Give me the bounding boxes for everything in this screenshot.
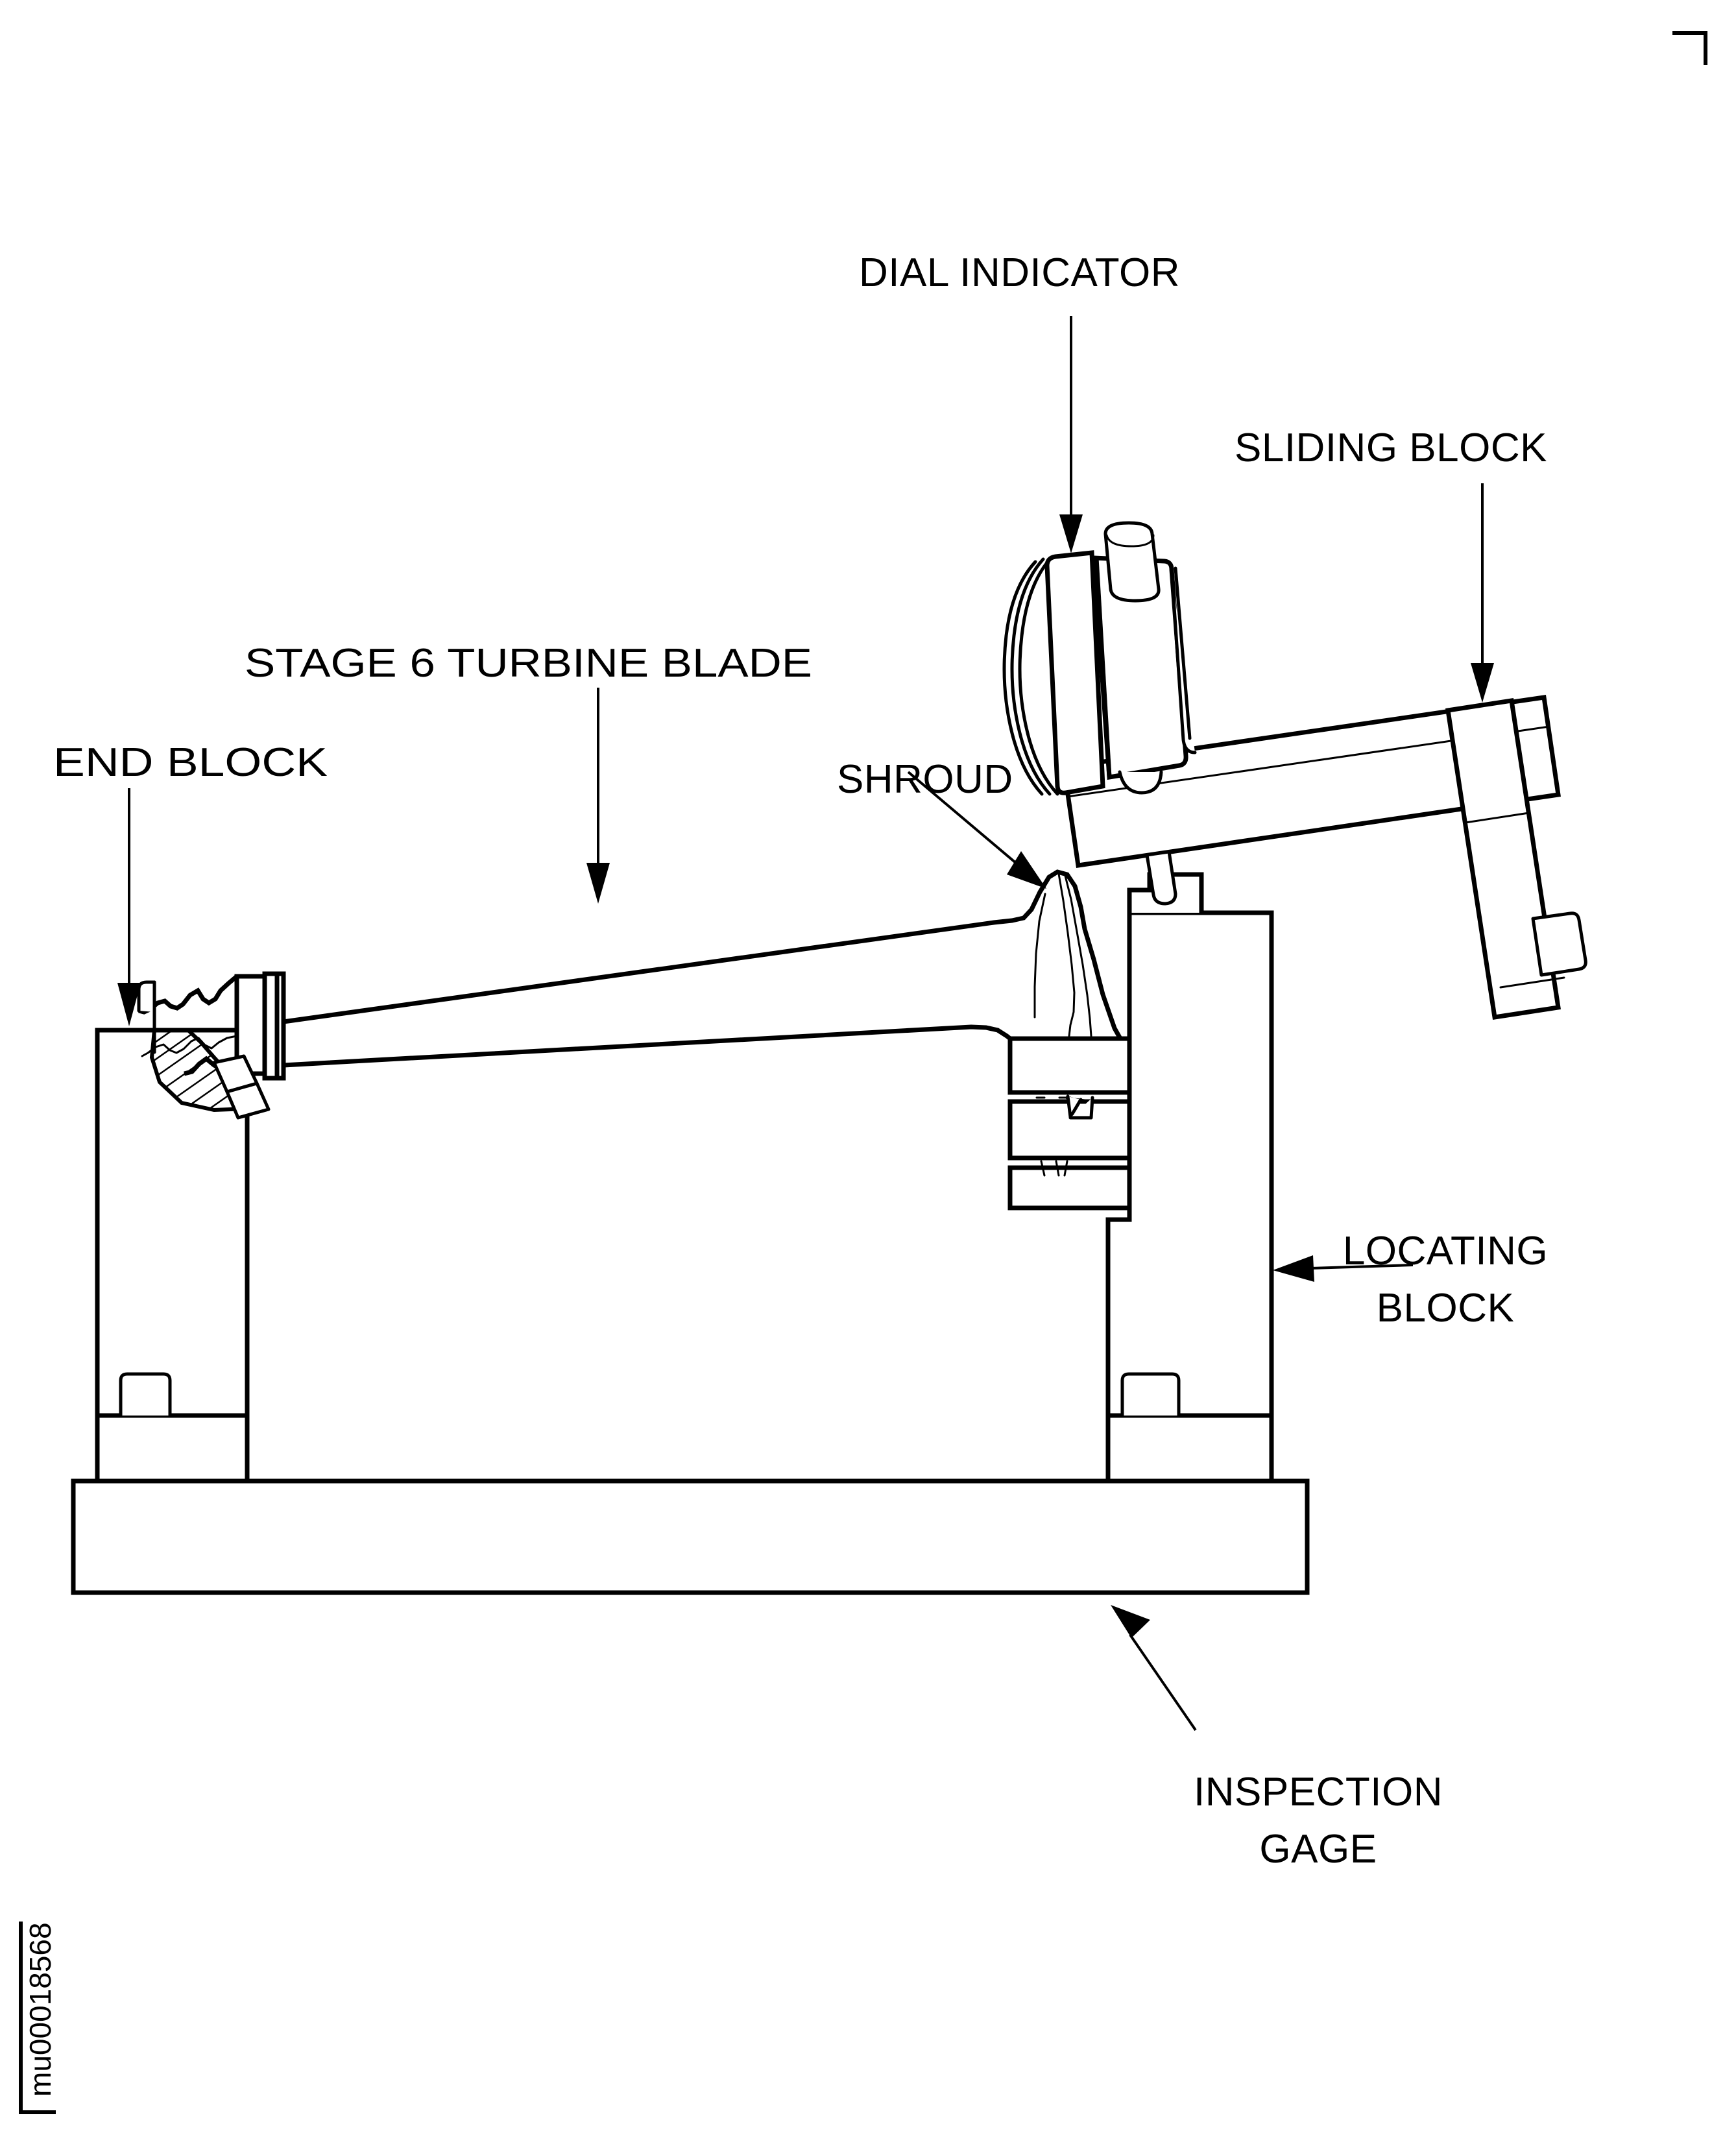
label-dial-indicator: DIAL INDICATOR (859, 250, 1180, 295)
label-locating-block-line1: LOCATING (1343, 1229, 1548, 1273)
label-stage-6-turbine-blade: STAGE 6 TURBINE BLADE (245, 641, 812, 686)
drawing-code-block: mu00018568 (19, 1922, 57, 2114)
label-locating-block-line2: BLOCK (1377, 1286, 1515, 1331)
shim-plate-stack (1007, 1036, 1132, 1211)
shroud-part (1011, 910, 1033, 922)
callout-dial-indicator (1059, 316, 1083, 553)
corner-registration-mark (1672, 31, 1707, 65)
callout-sliding-block (1471, 483, 1494, 703)
stage-6-turbine-blade-part (137, 869, 1124, 1120)
callout-shroud (907, 771, 1046, 889)
label-end-block: END BLOCK (53, 740, 328, 785)
callout-end-block (117, 788, 141, 1026)
label-shroud: SHROUD (837, 757, 1013, 802)
dial-indicator-part (1002, 521, 1197, 796)
blade-fir-tree-root (137, 971, 286, 1081)
inspection-gage-base-plate (71, 1478, 1310, 1595)
locating-block-part (1105, 872, 1274, 1484)
root-key-block (212, 1054, 271, 1120)
label-sliding-block: SLIDING BLOCK (1235, 426, 1547, 470)
end-block-part (95, 1028, 250, 1484)
callout-locating-block (1273, 1255, 1414, 1282)
callout-stage-6-turbine-blade (586, 688, 610, 904)
callout-inspection-gage (1111, 1605, 1197, 1731)
sliding-block-assembly (1002, 521, 1587, 1020)
label-inspection-gage-line2: GAGE (1259, 1827, 1377, 1872)
label-inspection-gage-line1: INSPECTION (1194, 1770, 1443, 1814)
drawing-code-text: mu00018568 (23, 1922, 57, 2097)
